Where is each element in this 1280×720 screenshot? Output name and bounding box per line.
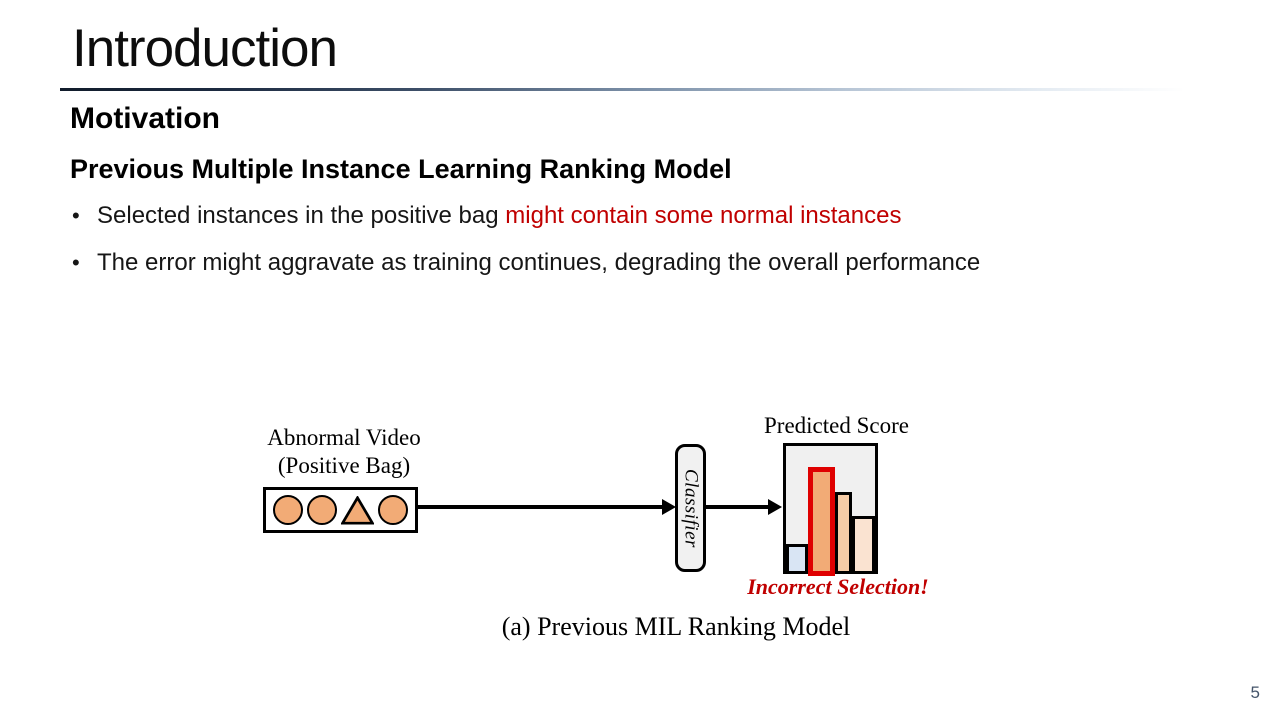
score-bar-instance-3 xyxy=(835,492,852,571)
score-bar-instance-4 xyxy=(852,516,875,571)
bullet-item: • Selected instances in the positive bag… xyxy=(72,201,980,231)
positive-bag-box xyxy=(263,487,418,533)
instance-triangle-icon xyxy=(341,495,374,525)
motivation-heading: Motivation xyxy=(70,102,220,135)
title-underline xyxy=(60,88,1185,91)
score-bar-selected-instance xyxy=(808,467,835,576)
score-bar-normal-instance-blue xyxy=(786,543,808,571)
abnormal-video-label: Abnormal Video (Positive Bag) xyxy=(267,425,421,478)
page-number: 5 xyxy=(1250,683,1260,702)
bullet-text: Selected instances in the positive bag m… xyxy=(97,202,902,229)
predicted-score-label: Predicted Score xyxy=(764,413,909,438)
slide-title: Introduction xyxy=(72,19,338,78)
bullet-list: • Selected instances in the positive bag… xyxy=(72,201,980,295)
instance-circle-icon xyxy=(273,495,303,525)
bullet-marker: • xyxy=(72,203,80,228)
model-subheading: Previous Multiple Instance Learning Rank… xyxy=(70,154,732,184)
bullet-text: The error might aggravate as training co… xyxy=(97,249,981,276)
highlighted-text: might contain some normal instances xyxy=(505,202,902,229)
arrowhead-icon xyxy=(768,499,782,515)
arrow-bag-to-classifier xyxy=(417,505,665,509)
figure-caption: (a) Previous MIL Ranking Model xyxy=(501,612,851,641)
classifier-label: Classifier xyxy=(680,468,702,548)
score-bar-chart xyxy=(783,443,878,576)
instance-circle-icon xyxy=(378,495,408,525)
instance-circle-icon xyxy=(307,495,337,525)
arrow-classifier-to-score xyxy=(706,505,770,509)
incorrect-selection-label: Incorrect Selection! xyxy=(747,574,929,599)
bullet-item: • The error might aggravate as training … xyxy=(72,248,980,278)
arrowhead-icon xyxy=(662,499,676,515)
classifier-box: Classifier xyxy=(675,444,706,572)
bullet-marker: • xyxy=(72,250,80,275)
